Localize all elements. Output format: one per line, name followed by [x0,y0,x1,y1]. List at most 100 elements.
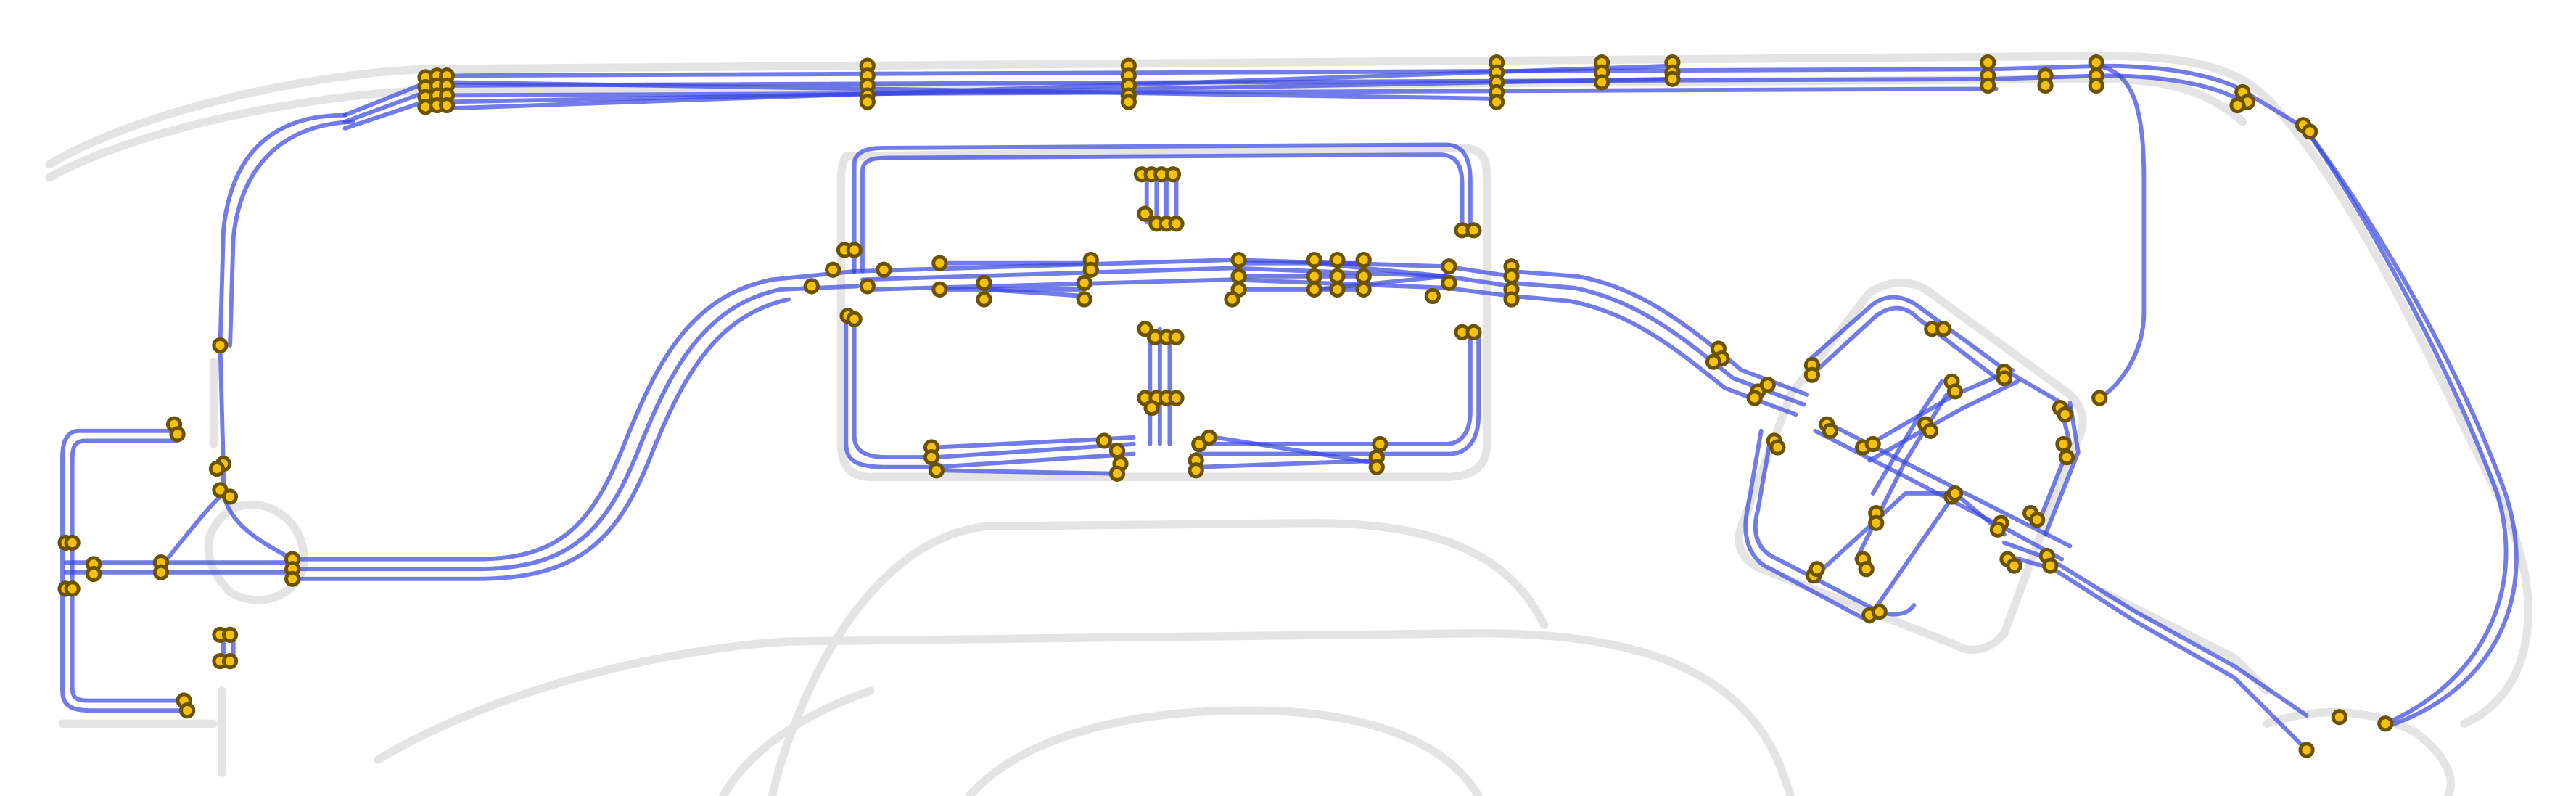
waypoint-node-icon[interactable] [1864,435,1881,453]
waypoint-node-icon[interactable] [1168,329,1185,345]
waypoint-node-icon[interactable] [438,97,456,114]
waypoint-node-icon[interactable] [1980,77,1996,94]
waypoint-node-icon[interactable] [1935,321,1952,337]
waypoint-node-icon[interactable] [859,94,876,110]
waypoint-node-icon[interactable] [1329,268,1346,284]
waypoint-node-icon[interactable] [1822,422,1838,439]
waypoint-node-icon[interactable] [1441,258,1457,275]
waypoint-node-icon[interactable] [221,488,239,505]
waypoint-node-icon[interactable] [1168,390,1185,406]
waypoint-node-icon[interactable] [803,278,820,295]
waypoint-node-icon[interactable] [179,702,196,719]
waypoint-node-icon[interactable] [1759,377,1776,393]
waypoint-node-icon[interactable] [1076,291,1092,308]
waypoint-node-icon[interactable] [1076,274,1092,291]
waypoint-node-icon[interactable] [1188,462,1204,479]
waypoint-node-icon[interactable] [1871,604,1888,620]
waypoint-node-icon[interactable] [1996,370,2012,387]
waypoint-node-icon[interactable] [1108,465,1126,482]
waypoint-node-icon[interactable] [1746,390,1763,406]
waypoint-node-icon[interactable] [1329,252,1346,268]
waypoint-node-icon[interactable] [846,311,863,327]
waypoint-node-icon[interactable] [2057,406,2073,423]
waypoint-node-icon[interactable] [1224,291,1240,308]
waypoint-node-icon[interactable] [2042,557,2059,574]
waypoint-node-icon[interactable] [1868,514,1885,531]
waypoint-node-icon[interactable] [2298,742,2315,758]
waypoint-node-icon[interactable] [2006,557,2022,574]
waypoint-node-icon[interactable] [2088,77,2104,94]
waypoint-node-icon[interactable] [1989,521,2006,538]
waypoint-node-icon[interactable] [1372,435,1388,453]
waypoint-node-icon[interactable] [1143,399,1160,417]
waypoint-node-icon[interactable] [1355,281,1372,298]
waypoint-node-icon[interactable] [1368,459,1385,475]
waypoint-node-icon[interactable] [2377,715,2394,732]
waypoint-node-icon[interactable] [1230,268,1247,284]
waypoint-node-icon[interactable] [931,281,948,298]
waypoint-node-icon[interactable] [1489,94,1505,110]
waypoint-node-icon[interactable] [1164,166,1182,183]
waypoint-node-icon[interactable] [1329,281,1346,298]
waypoint-node-icon[interactable] [931,255,948,271]
waypoint-node-icon[interactable] [2029,512,2046,528]
waypoint-node-icon[interactable] [2055,435,2072,453]
waypoint-node-icon[interactable] [1664,70,1681,87]
waypoint-node-icon[interactable] [2037,77,2054,94]
waypoint-node-icon[interactable] [1503,268,1520,284]
waypoint-node-icon[interactable] [1201,429,1217,446]
waypoint-node-icon[interactable] [221,653,239,670]
waypoint-node-icon[interactable] [1306,268,1322,284]
waypoint-node-icon[interactable] [1230,252,1247,268]
waypoint-node-icon[interactable] [1465,222,1482,239]
waypoint-node-icon[interactable] [1858,561,1875,578]
waypoint-node-icon[interactable] [1082,261,1099,278]
waypoint-node-icon[interactable] [876,261,892,278]
waypoint-node-icon[interactable] [2302,123,2318,140]
waypoint-node-icon[interactable] [2229,97,2246,114]
waypoint-node-icon[interactable] [1922,422,1939,439]
waypoint-node-icon[interactable] [2091,390,2108,406]
waypoint-node-icon[interactable] [284,570,301,587]
waypoint-node-icon[interactable] [64,534,81,551]
waypoint-node-icon[interactable] [1120,94,1137,110]
waypoint-node-icon[interactable] [2331,709,2347,726]
waypoint-node-icon[interactable] [976,291,992,308]
waypoint-node-icon[interactable] [2058,448,2075,466]
waypoint-node-icon[interactable] [976,274,992,291]
waypoint-node-icon[interactable] [923,448,940,466]
waypoint-node-icon[interactable] [1769,439,1786,456]
waypoint-node-icon[interactable] [1137,321,1153,337]
waypoint-node-icon[interactable] [1306,252,1322,268]
waypoint-node-icon[interactable] [1503,291,1520,308]
waypoint-node-icon[interactable] [1306,281,1322,298]
waypoint-node-icon[interactable] [85,565,102,583]
waypoint-node-icon[interactable] [1465,324,1482,340]
waypoint-node-icon[interactable] [1108,442,1126,459]
waypoint-node-icon[interactable] [1095,432,1112,449]
waypoint-node-icon[interactable] [152,564,170,580]
waypoint-node-icon[interactable] [1424,287,1441,305]
waypoint-node-icon[interactable] [212,337,229,354]
waypoint-node-icon[interactable] [2088,54,2104,71]
waypoint-node-icon[interactable] [1355,268,1372,284]
waypoint-node-icon[interactable] [208,460,226,477]
waypoint-node-icon[interactable] [1441,274,1457,291]
waypoint-node-icon[interactable] [928,462,945,479]
waypoint-node-icon[interactable] [1946,383,1964,400]
waypoint-node-icon[interactable] [1705,353,1722,370]
waypoint-node-icon[interactable] [859,278,876,295]
waypoint-node-icon[interactable] [1168,216,1185,232]
waypoint-node-icon[interactable] [1980,54,1996,71]
waypoint-node-icon[interactable] [1803,366,1821,383]
waypoint-node-icon[interactable] [846,242,863,258]
waypoint-node-icon[interactable] [221,626,239,643]
waypoint-node-icon[interactable] [1137,205,1153,222]
waypoint-node-icon[interactable] [1355,252,1372,268]
waypoint-node-icon[interactable] [1593,74,1610,91]
waypoint-node-icon[interactable] [169,426,186,443]
waypoint-node-icon[interactable] [825,261,841,278]
waypoint-node-icon[interactable] [1808,561,1825,578]
waypoint-node-icon[interactable] [64,580,81,597]
waypoint-node-icon[interactable] [1946,485,1964,502]
